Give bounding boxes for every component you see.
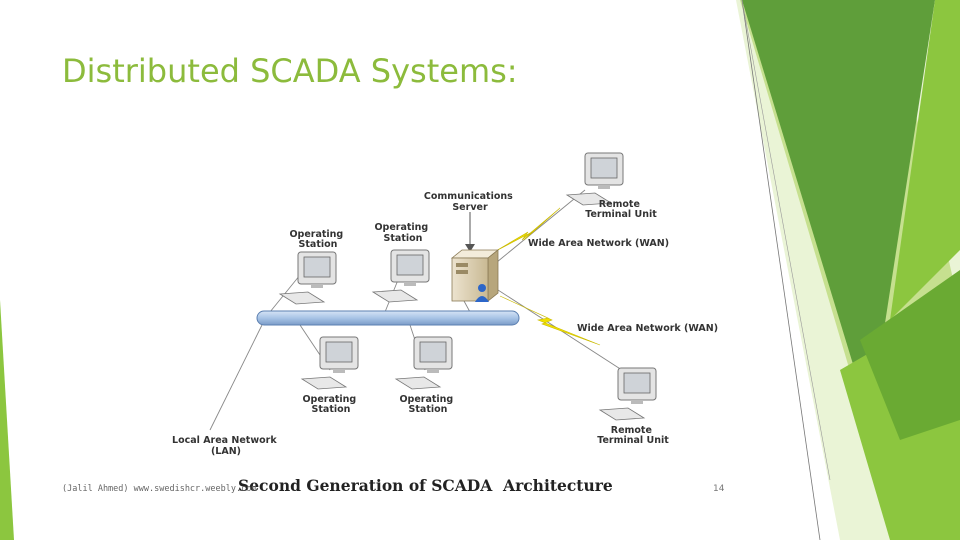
wan-bottom-label: Wide Area Network (WAN) [577, 323, 718, 334]
op-station-top-left-label: Operating Station [289, 229, 346, 250]
op-station-top-mid-label: Operating Station [374, 222, 431, 244]
rtu-top-label: Remote Terminal Unit [585, 199, 657, 220]
operating-station-top-mid [372, 249, 430, 303]
slide-title: Distributed SCADA Systems: [62, 52, 518, 90]
operating-station-bottom-mid [395, 336, 453, 390]
remote-terminal-unit-top [566, 152, 624, 206]
deco-left-sliver [0, 300, 14, 540]
comm-server-label: Communications Server [424, 191, 516, 213]
op-station-bottom-mid-label: Operating Station [399, 394, 456, 415]
operating-station-bottom-left [301, 336, 359, 390]
communications-server [450, 249, 500, 302]
footer-credit: (Jalil Ahmed) www.swedishcr.weebly.com [62, 484, 257, 494]
deco-dark-green [742, 0, 935, 420]
lan-bus [256, 310, 520, 326]
wan-bottom-lightning [499, 295, 601, 346]
wan-top-label: Wide Area Network (WAN) [528, 238, 669, 249]
deco-bright-green [890, 0, 960, 320]
lan-label: Local Area Network (LAN) [172, 435, 280, 457]
diagram-caption: Second Generation of SCADA Architecture [238, 476, 613, 495]
op-station-bottom-left-label: Operating Station [302, 394, 359, 415]
page-number: 14 [713, 484, 725, 494]
rtu-bottom-label: Remote Terminal Unit [597, 425, 669, 446]
user-icon [475, 284, 489, 302]
server-arrow-head [465, 244, 475, 252]
operating-station-top-left [279, 251, 337, 305]
deco-thin-line [741, 0, 821, 540]
remote-terminal-unit-bottom [599, 367, 657, 421]
deco-lower-dark [860, 270, 960, 440]
deco-thin-line-2 [741, 0, 831, 481]
wan-top-lightning [493, 207, 561, 253]
